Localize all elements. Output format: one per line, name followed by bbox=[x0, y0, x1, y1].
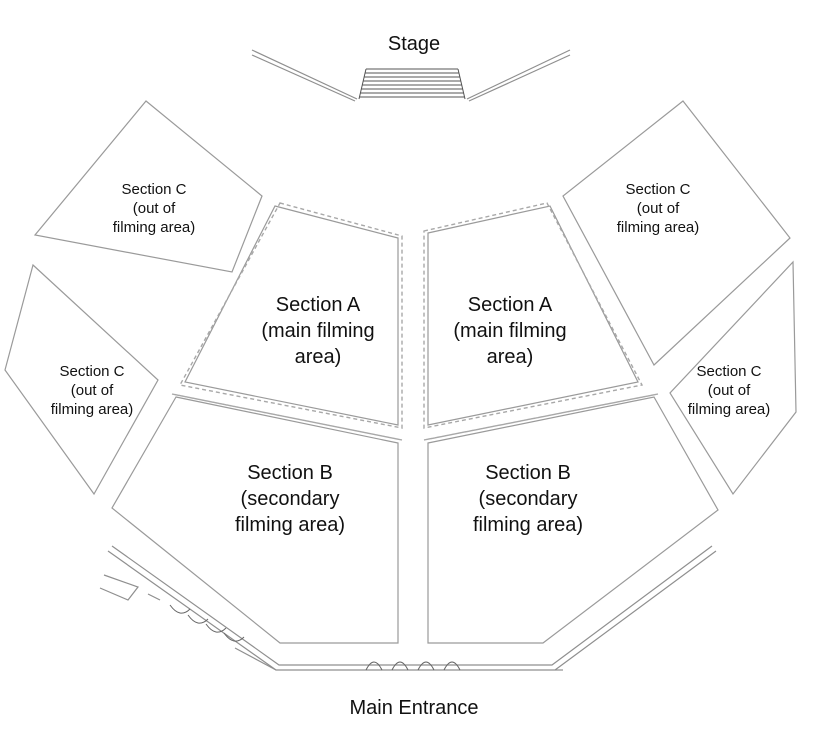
section-b-left-outline bbox=[171, 393, 403, 441]
section-b-right-outline bbox=[423, 393, 659, 441]
section-b-right bbox=[427, 396, 719, 644]
stage bbox=[251, 49, 571, 102]
section-c-top-left-label: Section C (out of filming area) bbox=[112, 181, 196, 236]
section-c-mid-right bbox=[669, 260, 797, 496]
section-a-left-outline bbox=[178, 202, 403, 429]
section-c-top-left bbox=[33, 100, 263, 273]
section-a-right-outline bbox=[423, 202, 644, 429]
section-c-mid-left bbox=[4, 263, 159, 496]
section-b-right-label: Section B (secondary filming area) bbox=[472, 462, 584, 536]
section-b-left bbox=[111, 396, 399, 644]
section-c-top-right-label: Section C (out of filming area) bbox=[616, 181, 700, 236]
section-c-top-right bbox=[562, 100, 791, 366]
stage-steps bbox=[358, 68, 466, 100]
entrance-walls bbox=[99, 545, 717, 671]
entrance-doors bbox=[169, 604, 461, 671]
section-a-right-label: Section A (main filming area) bbox=[453, 294, 567, 368]
section-b-left-label: Section B (secondary filming area) bbox=[234, 462, 346, 536]
main-entrance-label: Main Entrance bbox=[349, 697, 479, 719]
stage-label: Stage bbox=[387, 33, 441, 55]
section-a-right bbox=[427, 205, 639, 426]
section-a-left-label: Section A (main filming area) bbox=[261, 294, 375, 368]
section-a-left bbox=[184, 205, 399, 426]
section-c-mid-left-label: Section C (out of filming area) bbox=[50, 363, 134, 418]
section-c-mid-right-label: Section C (out of filming area) bbox=[687, 363, 771, 418]
